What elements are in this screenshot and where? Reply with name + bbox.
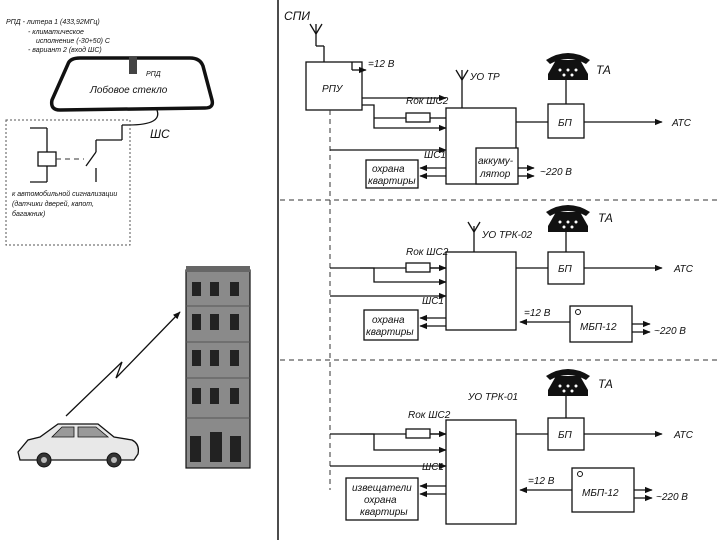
- block-1-rok-label: Rок ШС2: [406, 96, 449, 107]
- block-3-bp-label: БП: [558, 430, 573, 441]
- block-3-device: УО ТРК-01: [467, 392, 518, 403]
- block-1-guard-1: охрана: [372, 164, 405, 175]
- relay-symbol: [30, 125, 123, 183]
- rpd-note-line-4: - вариант 2 (вход ШС): [28, 46, 102, 54]
- car-alarm-note-1: к автомобильной сигнализации: [12, 190, 117, 198]
- block-2-mbp-label: МБП-12: [580, 322, 617, 333]
- block-3-guard-1: извещатели: [352, 483, 412, 494]
- right-panel: СПИ РПУ =12 В УО ТР: [280, 9, 720, 525]
- block-3-ta-label: ТА: [598, 377, 613, 391]
- rpd-device: [129, 57, 137, 74]
- block-1: УО ТР Rок ШС2 ШС1 охрана квартиры аккуму…: [330, 53, 692, 189]
- block-1-phone-icon: [546, 53, 590, 80]
- block-2-device: УО ТРК-02: [481, 230, 533, 241]
- rpd-note-line-2: - климатическое: [28, 29, 84, 36]
- rpu-power-label: =12 В: [368, 59, 395, 70]
- block-3-dc-label: =12 В: [528, 476, 555, 487]
- block-3-rok-label: Rок ШС2: [408, 410, 451, 421]
- block-2: УО ТРК-02 Rок ШС2 ШС1 охрана квартиры =1…: [330, 205, 694, 343]
- car-alarm-note-3: багажник): [12, 210, 45, 218]
- block-2-supply-label: ~220 В: [654, 326, 686, 337]
- uo-trk-01-box: [445, 419, 517, 525]
- accumulator-label-2: лятор: [479, 169, 511, 180]
- rpu-label: РПУ: [322, 84, 344, 95]
- block-2-shs1-label: ШС1: [422, 296, 444, 307]
- car-alarm-note-2: (датчики дверей, капот,: [12, 200, 94, 208]
- block-2-dc-label: =12 В: [524, 308, 551, 319]
- block-1-guard-2: квартиры: [368, 176, 416, 187]
- block-2-guard-box: [363, 309, 419, 341]
- spi-label: СПИ: [284, 9, 310, 23]
- uo-trk-02-box: [445, 251, 517, 331]
- accumulator-box: [475, 147, 519, 185]
- block-2-ta-label: ТА: [598, 211, 613, 225]
- block-1-shs1-label: ШС1: [424, 150, 446, 161]
- car-alarm-box: [5, 119, 131, 246]
- block-1-bp-box: [547, 103, 585, 139]
- block-3-guard-2: охрана: [364, 495, 397, 506]
- shs-label: ШС: [150, 127, 170, 141]
- shs-cable: [122, 107, 159, 126]
- building-icon: [185, 266, 251, 469]
- block-3-shs1-label: ШС1: [422, 462, 444, 473]
- block-3-guard-3: квартиры: [360, 507, 408, 518]
- block-3-ats-label: АТС: [673, 430, 694, 441]
- car-icon: [17, 423, 140, 468]
- block-3-mbp-label: МБП-12: [582, 488, 619, 499]
- block-3-phone-icon: [546, 369, 590, 396]
- block-1-supply-label: ~220 В: [540, 167, 572, 178]
- block-1-guard-box: [365, 159, 419, 189]
- block-1-device: УО ТР: [469, 72, 500, 83]
- windshield-label: Лобовое стекло: [89, 84, 168, 96]
- left-panel: РПД - литера 1 (433,92МГц) - климатическ…: [5, 19, 251, 469]
- antenna-icon: [309, 23, 325, 62]
- block-2-rok-label: Rок ШС2: [406, 247, 449, 258]
- block-3-guard-box: [345, 477, 419, 521]
- block-2-guard-2: квартиры: [366, 327, 414, 338]
- block-2-bp-label: БП: [558, 264, 573, 275]
- block-2-ats-label: АТС: [673, 264, 694, 275]
- windshield-shape: [49, 56, 215, 112]
- block-3-supply-label: ~220 В: [656, 492, 688, 503]
- rpd-note-line-1: РПД - литера 1 (433,92МГц): [6, 19, 100, 26]
- rpd-note-line-3: исполнение (-30+50) С: [36, 38, 111, 45]
- block-2-phone-icon: [546, 205, 590, 232]
- block-1-ta-label: ТА: [596, 63, 611, 77]
- rpd-note: РПД - литера 1 (433,92МГц) - климатическ…: [6, 19, 111, 54]
- block-1-bp-label: БП: [558, 118, 573, 129]
- block-2-guard-1: охрана: [372, 315, 405, 326]
- rpd-label: РПД: [146, 71, 161, 78]
- accumulator-label-1: аккуму-: [478, 156, 514, 167]
- block-1-ats-label: АТС: [671, 118, 692, 129]
- lightning-arrow-icon: [65, 311, 181, 417]
- block-3: УО ТРК-01 Rок ШС2 ШС1 извещатели охрана …: [330, 369, 694, 525]
